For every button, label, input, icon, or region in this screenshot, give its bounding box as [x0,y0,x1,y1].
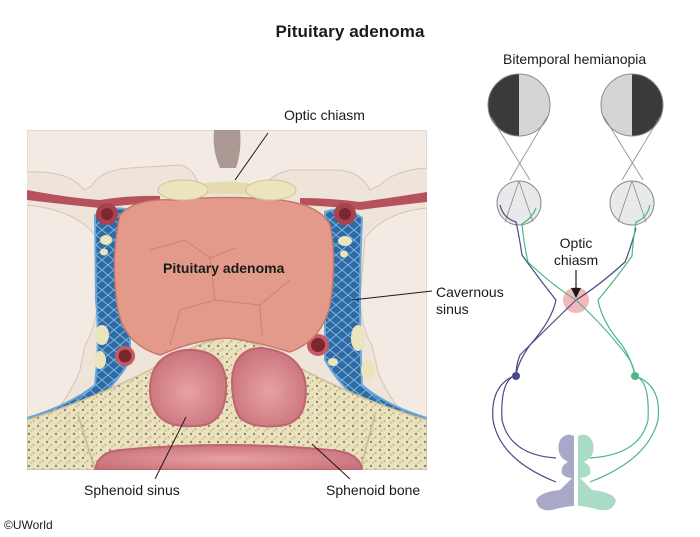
label-cavernous-sinus-line1: Cavernous [436,284,504,300]
label-sphenoid-sinus: Sphenoid sinus [84,482,180,498]
sphenoid-sinus-left [148,348,228,428]
label-cavernous-sinus-line2: sinus [436,301,469,317]
right-lateral-geniculate-nucleus [631,372,639,380]
optic-nerve-right [245,179,297,201]
cavernous-sinus-leader [351,290,433,301]
nasal-cavity [93,444,364,470]
left-visual-cortex [536,434,574,511]
visual-field-right-eye [600,73,664,137]
right-eye [609,180,655,226]
optic-nerve-left [157,179,209,201]
interhemispheric-fissure [213,130,241,168]
label-optic-chiasm: Optic chiasm [284,107,365,123]
pituitary-adenoma-mass [113,196,335,356]
visual-field-left-eye [487,73,551,137]
left-lateral-geniculate-nucleus [512,372,520,380]
label-sphenoid-bone: Sphenoid bone [326,482,421,498]
label-chiasm-line2: chiasm [553,252,599,268]
sphenoid-sinus-leader [154,416,187,480]
figure-title: Pituitary adenoma [275,22,425,41]
projection-lines [490,116,661,181]
cranial-nerve [100,235,112,245]
sphenoid-sinus-right [230,346,307,428]
artery-left [27,190,160,208]
label-pituitary-adenoma: Pituitary adenoma [163,260,285,276]
label-bitemporal-hemianopia: Bitemporal hemianopia [503,51,647,67]
right-visual-pathway [521,204,660,483]
label-chiasm-line1: Optic [559,235,593,251]
right-visual-cortex [578,434,616,511]
optic-chiasm-leader [234,132,269,181]
copyright-notice: ©UWorld [4,518,53,532]
cavernous-sinus-left [27,207,131,430]
artery-right [300,192,427,210]
sphenoid-bone-leader [311,443,351,480]
left-eye [496,180,542,226]
